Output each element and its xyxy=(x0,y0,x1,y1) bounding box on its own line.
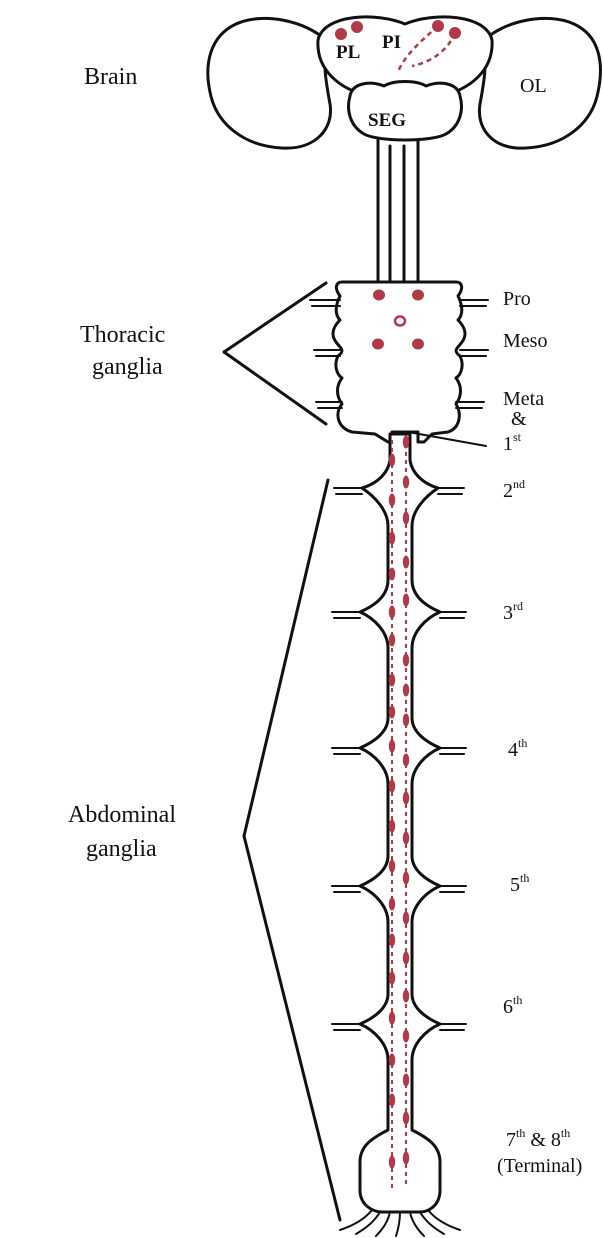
cord-neurosecretory-cell xyxy=(403,476,409,489)
cord-neurosecretory-cell xyxy=(389,532,395,545)
cord-neurosecretory-cell xyxy=(403,1030,409,1043)
cord-neurosecretory-cell xyxy=(389,494,395,507)
cord-neurosecretory-cell xyxy=(403,594,409,607)
thoracic-label-line1: Thoracic xyxy=(80,322,165,348)
thoracic-ganglia xyxy=(333,282,465,442)
cord-neurosecretory-cell xyxy=(403,832,409,845)
cord-neurosecretory-cell xyxy=(403,792,409,805)
first-segment-label: 1st xyxy=(503,430,522,455)
cord-neurosecretory-cell xyxy=(403,436,409,449)
abdominal-label-line1: Abdominal xyxy=(68,802,176,828)
cord-neurosecretory-cell xyxy=(403,872,409,885)
cord-neurosecretory-cell xyxy=(389,1156,395,1169)
fifth-segment-label: 5th xyxy=(510,871,529,896)
ol-label: OL xyxy=(520,75,547,97)
cord-neurosecretory-cell xyxy=(389,820,395,833)
brain-label: Brain xyxy=(84,64,137,90)
cord-neurosecretory-cell xyxy=(403,912,409,925)
cord-neurosecretory-cell xyxy=(389,780,395,793)
thoracic-label-line2: ganglia xyxy=(92,354,163,380)
abdominal-label-line2: ganglia xyxy=(86,836,157,862)
cord-neurosecretory-cell xyxy=(389,674,395,687)
meta-label: Meta xyxy=(503,388,544,410)
left-optic-lobe xyxy=(208,18,331,148)
pl-label: PL xyxy=(336,42,360,63)
cord-neurosecretory-cell xyxy=(389,1094,395,1107)
pro-label: Pro xyxy=(503,288,531,310)
pl-cell xyxy=(335,28,347,40)
sixth-segment-label: 6th xyxy=(503,993,522,1018)
neck-connectives xyxy=(378,140,418,284)
meso-cell xyxy=(372,339,384,350)
cord-neurosecretory-cell xyxy=(389,634,395,647)
cord-neurosecretory-cell xyxy=(389,568,395,581)
pl-cell xyxy=(351,21,363,33)
cord-neurosecretory-cell xyxy=(403,714,409,727)
meso-label: Meso xyxy=(503,330,547,352)
cord-neurosecretory-cell xyxy=(403,1152,409,1165)
cord-neurosecretory-cell xyxy=(403,1074,409,1087)
cord-neurosecretory-cell xyxy=(403,684,409,697)
cord-neurosecretory-cell xyxy=(389,740,395,753)
terminal-nerve-roots xyxy=(340,1210,460,1236)
cord-neurosecretory-cell xyxy=(389,454,395,467)
cord-neurosecretory-cell xyxy=(403,556,409,569)
third-segment-label: 3rd xyxy=(503,599,523,624)
cord-neurosecretory-cell xyxy=(389,860,395,873)
pro-cell xyxy=(373,290,385,301)
cord-neurosecretory-cell xyxy=(403,654,409,667)
cord-neurosecretory-cell xyxy=(403,1112,409,1125)
cord-neurosecretory-cell xyxy=(389,934,395,947)
cord-neurosecretory-cell xyxy=(389,972,395,985)
cord-neurosecretory-cell xyxy=(389,898,395,911)
cord-neurosecretory-cell xyxy=(403,754,409,767)
cord-neurosecretory-cell xyxy=(389,1012,395,1025)
pro-cell xyxy=(412,290,424,301)
ampersand-label: & xyxy=(511,408,527,430)
cord-neurosecretory-cell xyxy=(389,1054,395,1067)
cord-neurosecretory-cell xyxy=(403,512,409,525)
meso-median-cell xyxy=(395,317,405,326)
cord-neurosecretory-cell xyxy=(403,952,409,965)
cord-neurosecretory-cell xyxy=(389,606,395,619)
pi-label: PI xyxy=(382,32,401,53)
terminal-label: (Terminal) xyxy=(497,1155,582,1177)
cord-neurosecretory-cell xyxy=(389,706,395,719)
meso-cell xyxy=(412,339,424,350)
seg-label: SEG xyxy=(368,110,406,131)
fourth-segment-label: 4th xyxy=(508,736,527,761)
seventh-eighth-segment-label: 7th & 8th xyxy=(506,1126,570,1151)
abdominal-nerve-cord xyxy=(360,434,440,1212)
second-segment-label: 2nd xyxy=(503,477,525,502)
cord-neurosecretory-cell xyxy=(403,990,409,1003)
